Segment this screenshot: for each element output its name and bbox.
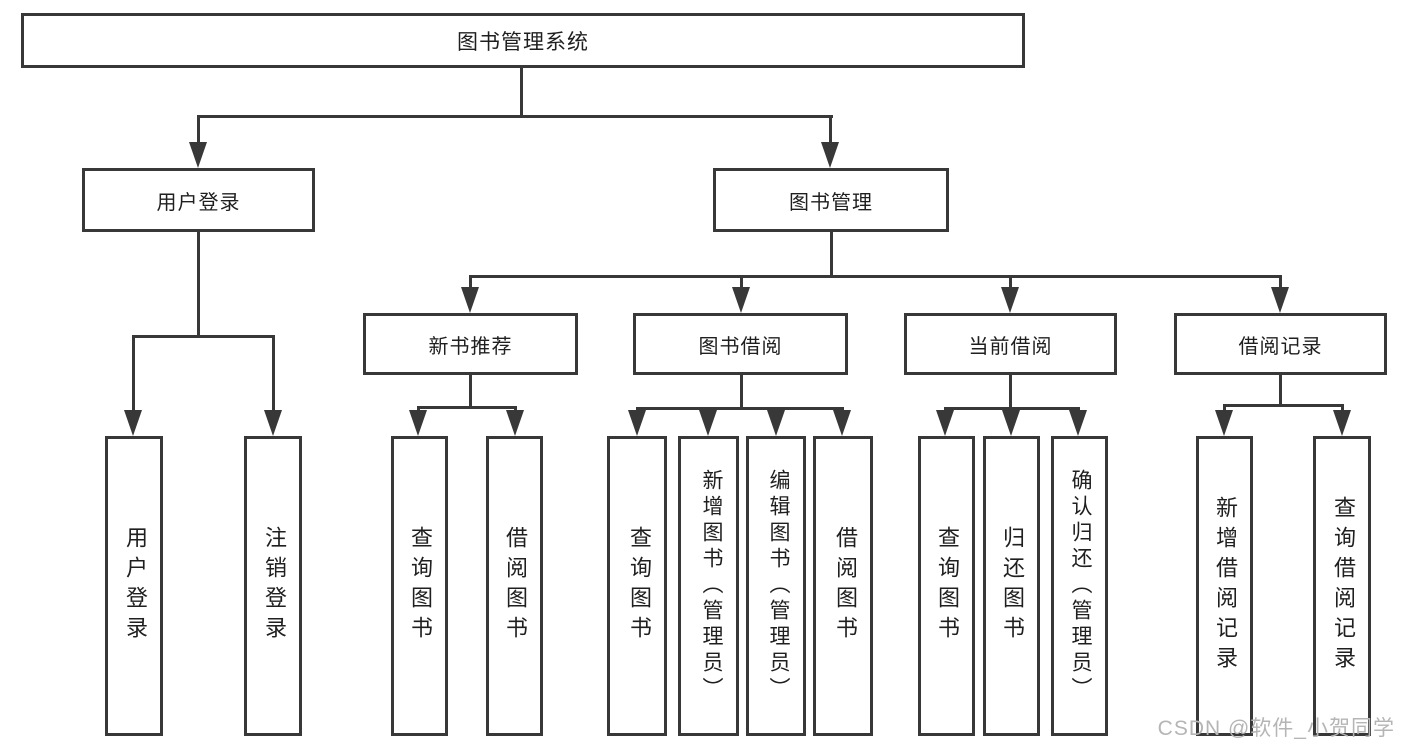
arrow-down-icon	[732, 287, 750, 313]
arrow-down-icon	[1069, 410, 1087, 436]
arrow-down-icon	[409, 410, 427, 436]
connector-line	[1223, 404, 1226, 412]
node-user-login: 用户登录	[82, 168, 315, 232]
leaf-query-books-borrow: 查询图书	[607, 436, 667, 736]
arrow-down-icon	[461, 287, 479, 313]
connector-line	[197, 115, 833, 118]
arrow-down-icon	[506, 410, 524, 436]
leaf-user-login: 用户登录	[105, 436, 163, 736]
leaf-return-books: 归还图书	[983, 436, 1040, 736]
arrow-down-icon	[821, 142, 839, 168]
connector-line	[1009, 275, 1012, 289]
arrow-down-icon	[189, 142, 207, 168]
connector-line	[417, 406, 517, 409]
leaf-borrow-books-recommend: 借阅图书	[486, 436, 543, 736]
connector-line	[775, 407, 778, 412]
connector-line	[944, 407, 947, 412]
connector-line	[197, 232, 200, 335]
leaf-add-borrow-record: 新增借阅记录	[1196, 436, 1253, 736]
arrow-down-icon	[1001, 287, 1019, 313]
leaf-query-borrow-record: 查询借阅记录	[1313, 436, 1371, 736]
connector-line	[1077, 407, 1080, 412]
leaf-query-books-recommend: 查询图书	[391, 436, 448, 736]
connector-line	[132, 335, 275, 338]
arrow-down-icon	[1002, 410, 1020, 436]
connector-line	[520, 68, 523, 115]
connector-line	[469, 375, 472, 409]
leaf-add-books-admin: 新增图书（管理员）	[678, 436, 739, 736]
connector-line	[1279, 375, 1282, 404]
connector-line	[636, 407, 844, 410]
arrow-down-icon	[833, 410, 851, 436]
leaf-query-books-current: 查询图书	[918, 436, 975, 736]
connector-line	[132, 335, 135, 412]
connector-line	[514, 406, 517, 412]
node-new-book-recommendation: 新书推荐	[363, 313, 578, 375]
leaf-borrow-books: 借阅图书	[813, 436, 873, 736]
arrow-down-icon	[699, 410, 717, 436]
arrow-down-icon	[1215, 410, 1233, 436]
leaf-logout: 注销登录	[244, 436, 302, 736]
connector-line	[1223, 404, 1344, 407]
connector-line	[469, 275, 1282, 278]
leaf-confirm-return-admin: 确认归还（管理员）	[1051, 436, 1108, 736]
connector-line	[1279, 275, 1282, 289]
arrow-down-icon	[1271, 287, 1289, 313]
connector-line	[740, 375, 743, 407]
arrow-down-icon	[767, 410, 785, 436]
connector-line	[469, 275, 472, 289]
arrow-down-icon	[936, 410, 954, 436]
node-book-management: 图书管理	[713, 168, 949, 232]
connector-line	[1009, 375, 1012, 407]
arrow-down-icon	[1333, 410, 1351, 436]
connector-line	[636, 407, 639, 412]
connector-line	[707, 407, 710, 412]
arrow-down-icon	[124, 410, 142, 436]
connector-line	[830, 232, 833, 275]
connector-line	[1010, 407, 1013, 412]
node-current-borrowing: 当前借阅	[904, 313, 1117, 375]
csdn-watermark: CSDN @软件_小贺同学	[1157, 717, 1395, 740]
connector-line	[841, 407, 844, 412]
connector-line	[740, 275, 743, 289]
connector-line	[829, 115, 832, 144]
leaf-edit-books-admin: 编辑图书（管理员）	[746, 436, 806, 736]
node-borrowing-records: 借阅记录	[1174, 313, 1387, 375]
connector-line	[417, 406, 420, 412]
connector-line	[197, 115, 200, 144]
arrow-down-icon	[264, 410, 282, 436]
connector-line	[1341, 404, 1344, 412]
arrow-down-icon	[628, 410, 646, 436]
connector-line	[272, 335, 275, 412]
node-book-borrowing: 图书借阅	[633, 313, 848, 375]
node-library-management-system: 图书管理系统	[21, 13, 1025, 68]
